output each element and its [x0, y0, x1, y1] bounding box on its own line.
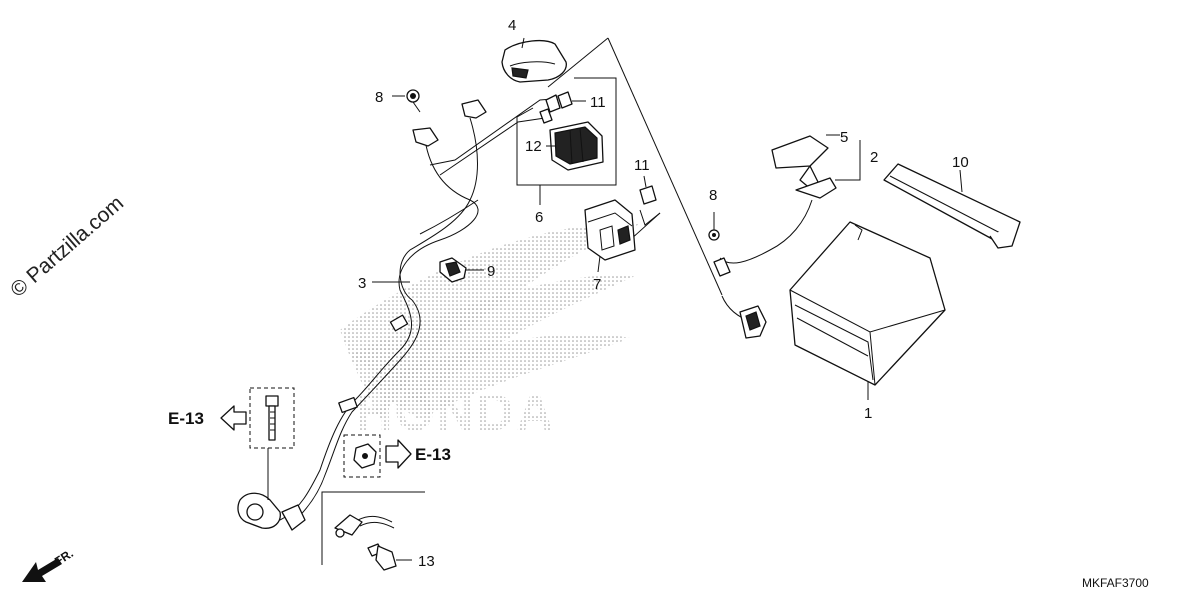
- bolt-reference-box-left: [249, 387, 295, 449]
- wire-harness-part[interactable]: [279, 117, 479, 526]
- fuse-part-upper[interactable]: [539, 91, 586, 124]
- battery-cable-part[interactable]: [708, 199, 813, 339]
- nut-reference-box-right: [343, 434, 381, 478]
- starter-relay-part[interactable]: [548, 121, 604, 171]
- callout-13: 13: [418, 553, 435, 570]
- callout-8-right: 8: [709, 187, 717, 204]
- ground-terminal[interactable]: [237, 448, 306, 531]
- watermark-text: © Partzilla.com: [6, 192, 128, 302]
- callout-4: 4: [508, 17, 516, 34]
- front-direction-indicator: FR.: [22, 546, 76, 582]
- callout-9: 9: [487, 263, 495, 280]
- diagram-code: MKFAF3700: [1082, 576, 1149, 590]
- terminal-cover-part[interactable]: [771, 134, 861, 199]
- reference-label-left: E-13: [168, 409, 204, 428]
- callout-10: 10: [952, 154, 969, 171]
- reference-label-right: E-13: [415, 445, 451, 464]
- callout-11-upper: 11: [590, 94, 606, 111]
- inset-detail: [321, 491, 425, 571]
- callout-6: 6: [535, 209, 543, 226]
- fuse-part-lower[interactable]: [639, 175, 657, 205]
- callout-2: 2: [870, 149, 878, 166]
- reference-arrow-left[interactable]: E-13: [168, 405, 247, 431]
- battery-band-part[interactable]: [883, 163, 1021, 249]
- harness-clamp-part[interactable]: [439, 257, 467, 283]
- honda-wordmark: HONDA: [355, 384, 556, 442]
- relay-cover-part[interactable]: [501, 37, 567, 83]
- callout-8-left: 8: [375, 89, 383, 106]
- battery-part[interactable]: [789, 221, 946, 400]
- callout-labels: 1 2 3 4 5 6 7 8 8 9 10 11 11 12 13: [358, 17, 969, 570]
- honda-wing-logo: HONDA: [340, 223, 640, 442]
- flange-bolt-part[interactable]: [367, 543, 397, 571]
- callout-leaders: [372, 95, 548, 283]
- callout-5: 5: [840, 129, 848, 146]
- fuse-box-part[interactable]: [584, 199, 636, 273]
- reference-arrow-right[interactable]: E-13: [385, 439, 451, 469]
- callout-7: 7: [593, 276, 601, 293]
- harness-terminal-upper[interactable]: [406, 89, 487, 147]
- callout-1: 1: [864, 405, 872, 422]
- callout-12: 12: [525, 138, 542, 155]
- callout-3: 3: [358, 275, 366, 292]
- callout-11-lower: 11: [634, 157, 650, 174]
- relay-group-box: [516, 77, 617, 205]
